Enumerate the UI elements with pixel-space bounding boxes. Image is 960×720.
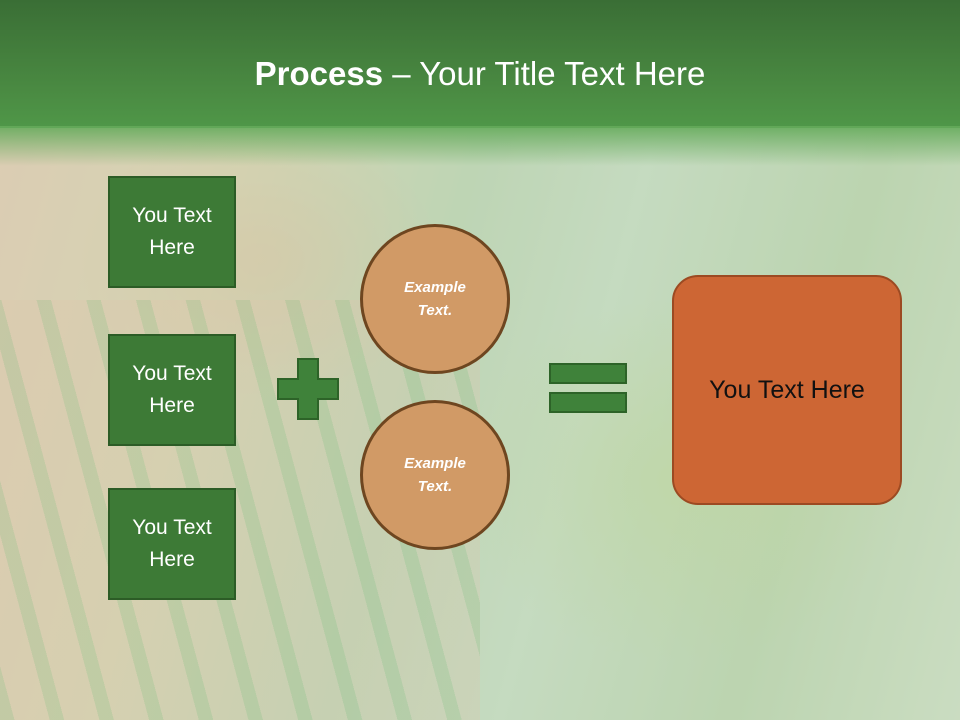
result-box: You Text Here	[672, 275, 902, 505]
slide-title-bold: Process	[254, 55, 384, 92]
example-circle-label: Example Text.	[404, 279, 466, 319]
slide-title: Process – Your Title Text Here	[0, 52, 960, 96]
plus-icon	[277, 358, 339, 420]
result-box-label: You Text Here	[709, 375, 865, 404]
title-bar	[0, 0, 960, 128]
equals-bar-bottom	[549, 392, 627, 413]
example-circle-2: Example Text.	[360, 400, 510, 550]
input-box-2: You Text Here	[108, 334, 236, 446]
input-box-label: You Text Here	[132, 362, 212, 417]
example-circle-label: Example Text.	[404, 455, 466, 495]
input-box-1: You Text Here	[108, 176, 236, 288]
example-circle-1: Example Text.	[360, 224, 510, 374]
title-bar-fade	[0, 126, 960, 166]
input-box-label: You Text Here	[132, 204, 212, 259]
input-box-label: You Text Here	[132, 516, 212, 571]
slide-title-rest: – Your Title Text Here	[383, 55, 706, 92]
input-box-3: You Text Here	[108, 488, 236, 600]
equals-bar-top	[549, 363, 627, 384]
